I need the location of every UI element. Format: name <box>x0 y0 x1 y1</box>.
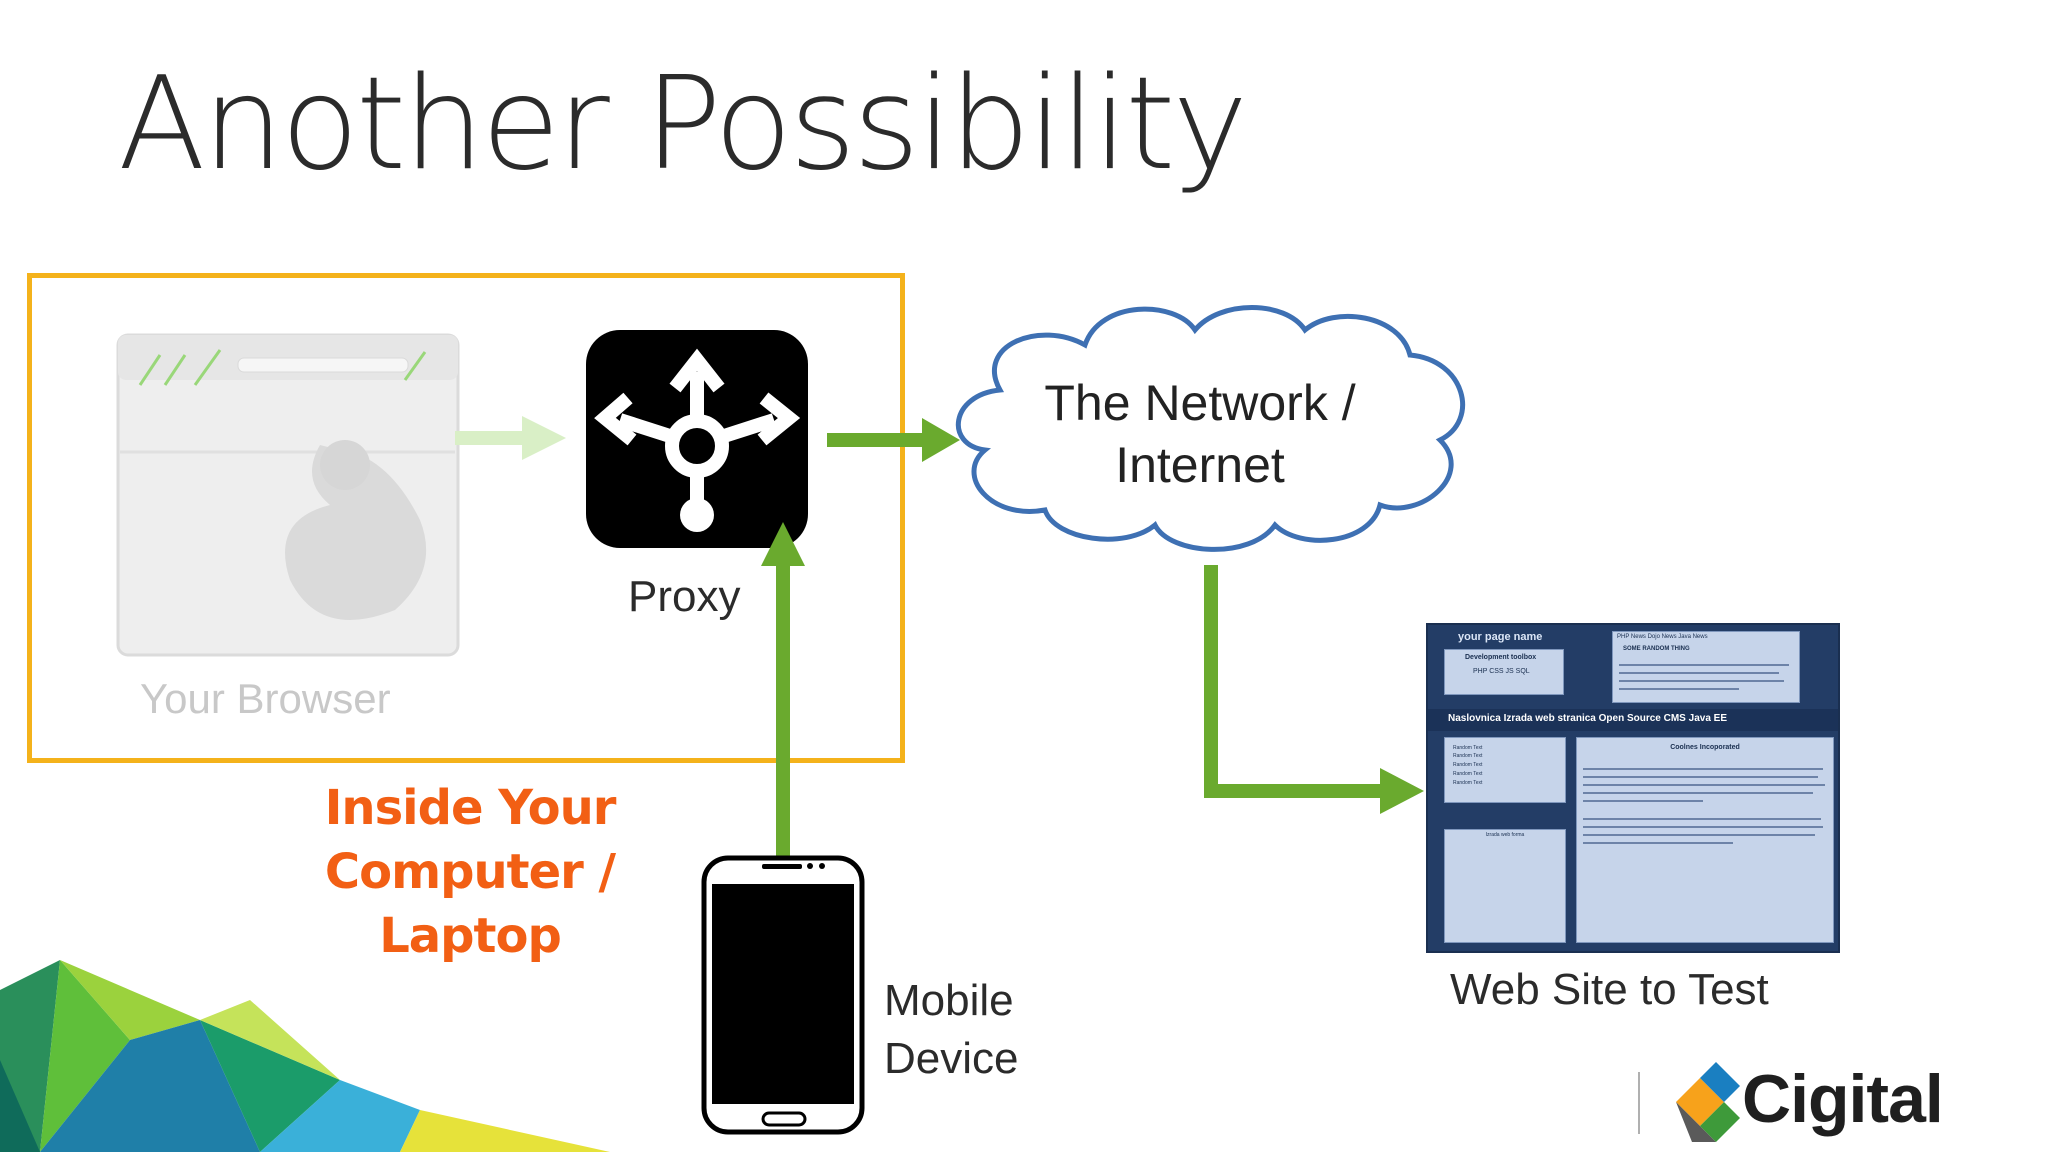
site-side-item: Random Text <box>1453 762 1483 768</box>
cigital-logo-icon <box>1676 1062 1740 1142</box>
browser-to-proxy-arrow <box>455 416 566 460</box>
site-toolbox-panel: Development toolbox PHP CSS JS SQL <box>1444 649 1564 695</box>
mobile-to-proxy-arrow <box>761 522 805 860</box>
inside-computer-line1: Inside Your <box>324 780 617 836</box>
site-side-item: Random Text <box>1453 745 1483 751</box>
site-news-subtab: SOME RANDOM THING <box>1623 646 1690 652</box>
mobile-device-label: Mobile Device <box>884 972 1019 1088</box>
browser-window-icon <box>116 333 460 657</box>
inside-computer-line2: Computer / Laptop <box>324 844 616 964</box>
mobile-phone-icon <box>701 855 865 1135</box>
website-thumbnail: your page name Development toolbox PHP C… <box>1426 623 1840 953</box>
network-label-line1: The Network / <box>1044 375 1356 431</box>
site-news-panel: PHP News Dojo News Java News SOME RANDOM… <box>1612 631 1800 703</box>
site-nav-text: Naslovnica Izrada web stranica Open Sour… <box>1448 713 1727 724</box>
mobile-label-line1: Mobile <box>884 976 1014 1025</box>
site-side-item: Random Text <box>1453 771 1483 777</box>
cigital-logo-text: Cigital <box>1742 1061 1944 1137</box>
mobile-label-line2: Device <box>884 1034 1019 1083</box>
decorative-triangles <box>0 960 610 1152</box>
logo-divider <box>1638 1072 1640 1134</box>
proxy-label: Proxy <box>628 572 741 621</box>
network-label-line2: Internet <box>1115 437 1285 493</box>
proxy-icon <box>586 330 808 548</box>
site-side-box-title: Izrada web forma <box>1485 832 1525 838</box>
inside-computer-label: Inside Your Computer / Laptop <box>230 776 710 968</box>
site-side-item: Random Text <box>1453 780 1483 786</box>
site-toolbox-items: PHP CSS JS SQL <box>1473 668 1530 675</box>
slide-title: Another Possibility <box>118 50 1248 199</box>
browser-label: Your Browser <box>140 675 391 722</box>
site-side-panel: Random Text Random Text Random Text Rand… <box>1444 737 1566 803</box>
site-nav-bar <box>1428 709 1838 731</box>
site-content-panel: Coolnes Incoporated <box>1576 737 1834 943</box>
network-label: The Network / Internet <box>990 372 1410 496</box>
site-side-box: Izrada web forma <box>1444 829 1566 943</box>
proxy-to-network-arrow <box>827 418 960 462</box>
site-header-name: your page name <box>1458 631 1543 643</box>
network-to-website-arrow <box>1204 565 1424 814</box>
inside-computer-box <box>27 273 905 763</box>
network-cloud-icon <box>955 305 1466 552</box>
site-toolbox-title: Development toolbox <box>1465 654 1537 661</box>
site-side-item: Random Text <box>1453 753 1483 759</box>
site-content-title: Coolnes Incoporated <box>1670 744 1740 751</box>
website-label: Web Site to Test <box>1450 965 1769 1014</box>
site-news-tabs: PHP News Dojo News Java News <box>1617 634 1708 640</box>
